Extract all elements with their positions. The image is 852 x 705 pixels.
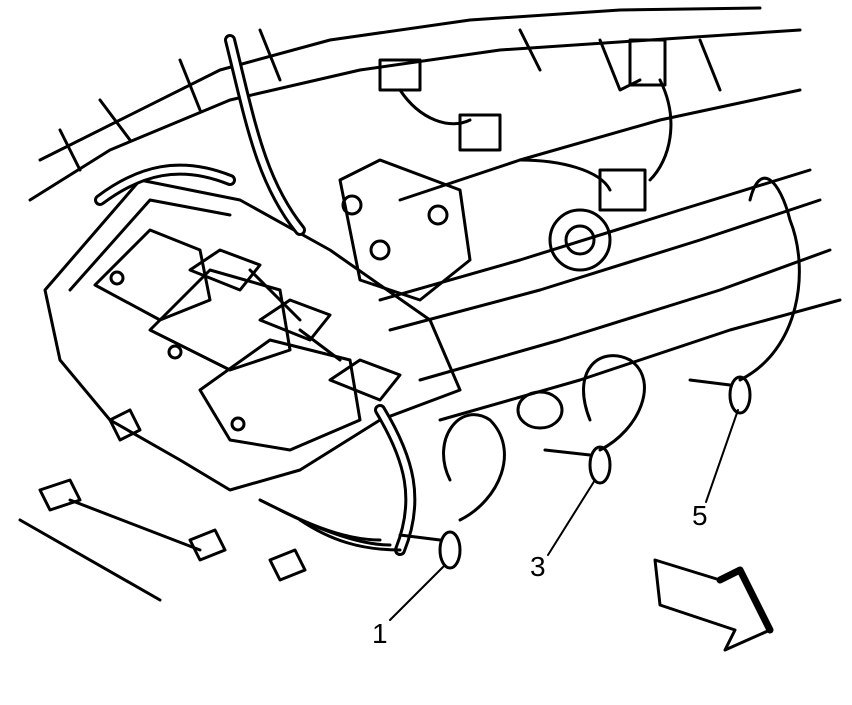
callout-1: 1 xyxy=(372,618,388,649)
spark-plug-boots xyxy=(398,375,752,570)
wiring-harness xyxy=(94,34,417,556)
bolts xyxy=(18,408,307,602)
callout-3: 3 xyxy=(530,551,546,582)
engine-block xyxy=(28,6,842,422)
ignition-coils xyxy=(188,248,402,402)
front-arrow-icon xyxy=(653,558,774,652)
harness-connectors xyxy=(378,38,673,212)
spark-plug-wires xyxy=(442,176,801,522)
mounting-bracket xyxy=(338,158,472,302)
leader-lines xyxy=(389,409,739,621)
sensor-housing xyxy=(548,208,612,272)
callout-5: 5 xyxy=(692,500,708,531)
